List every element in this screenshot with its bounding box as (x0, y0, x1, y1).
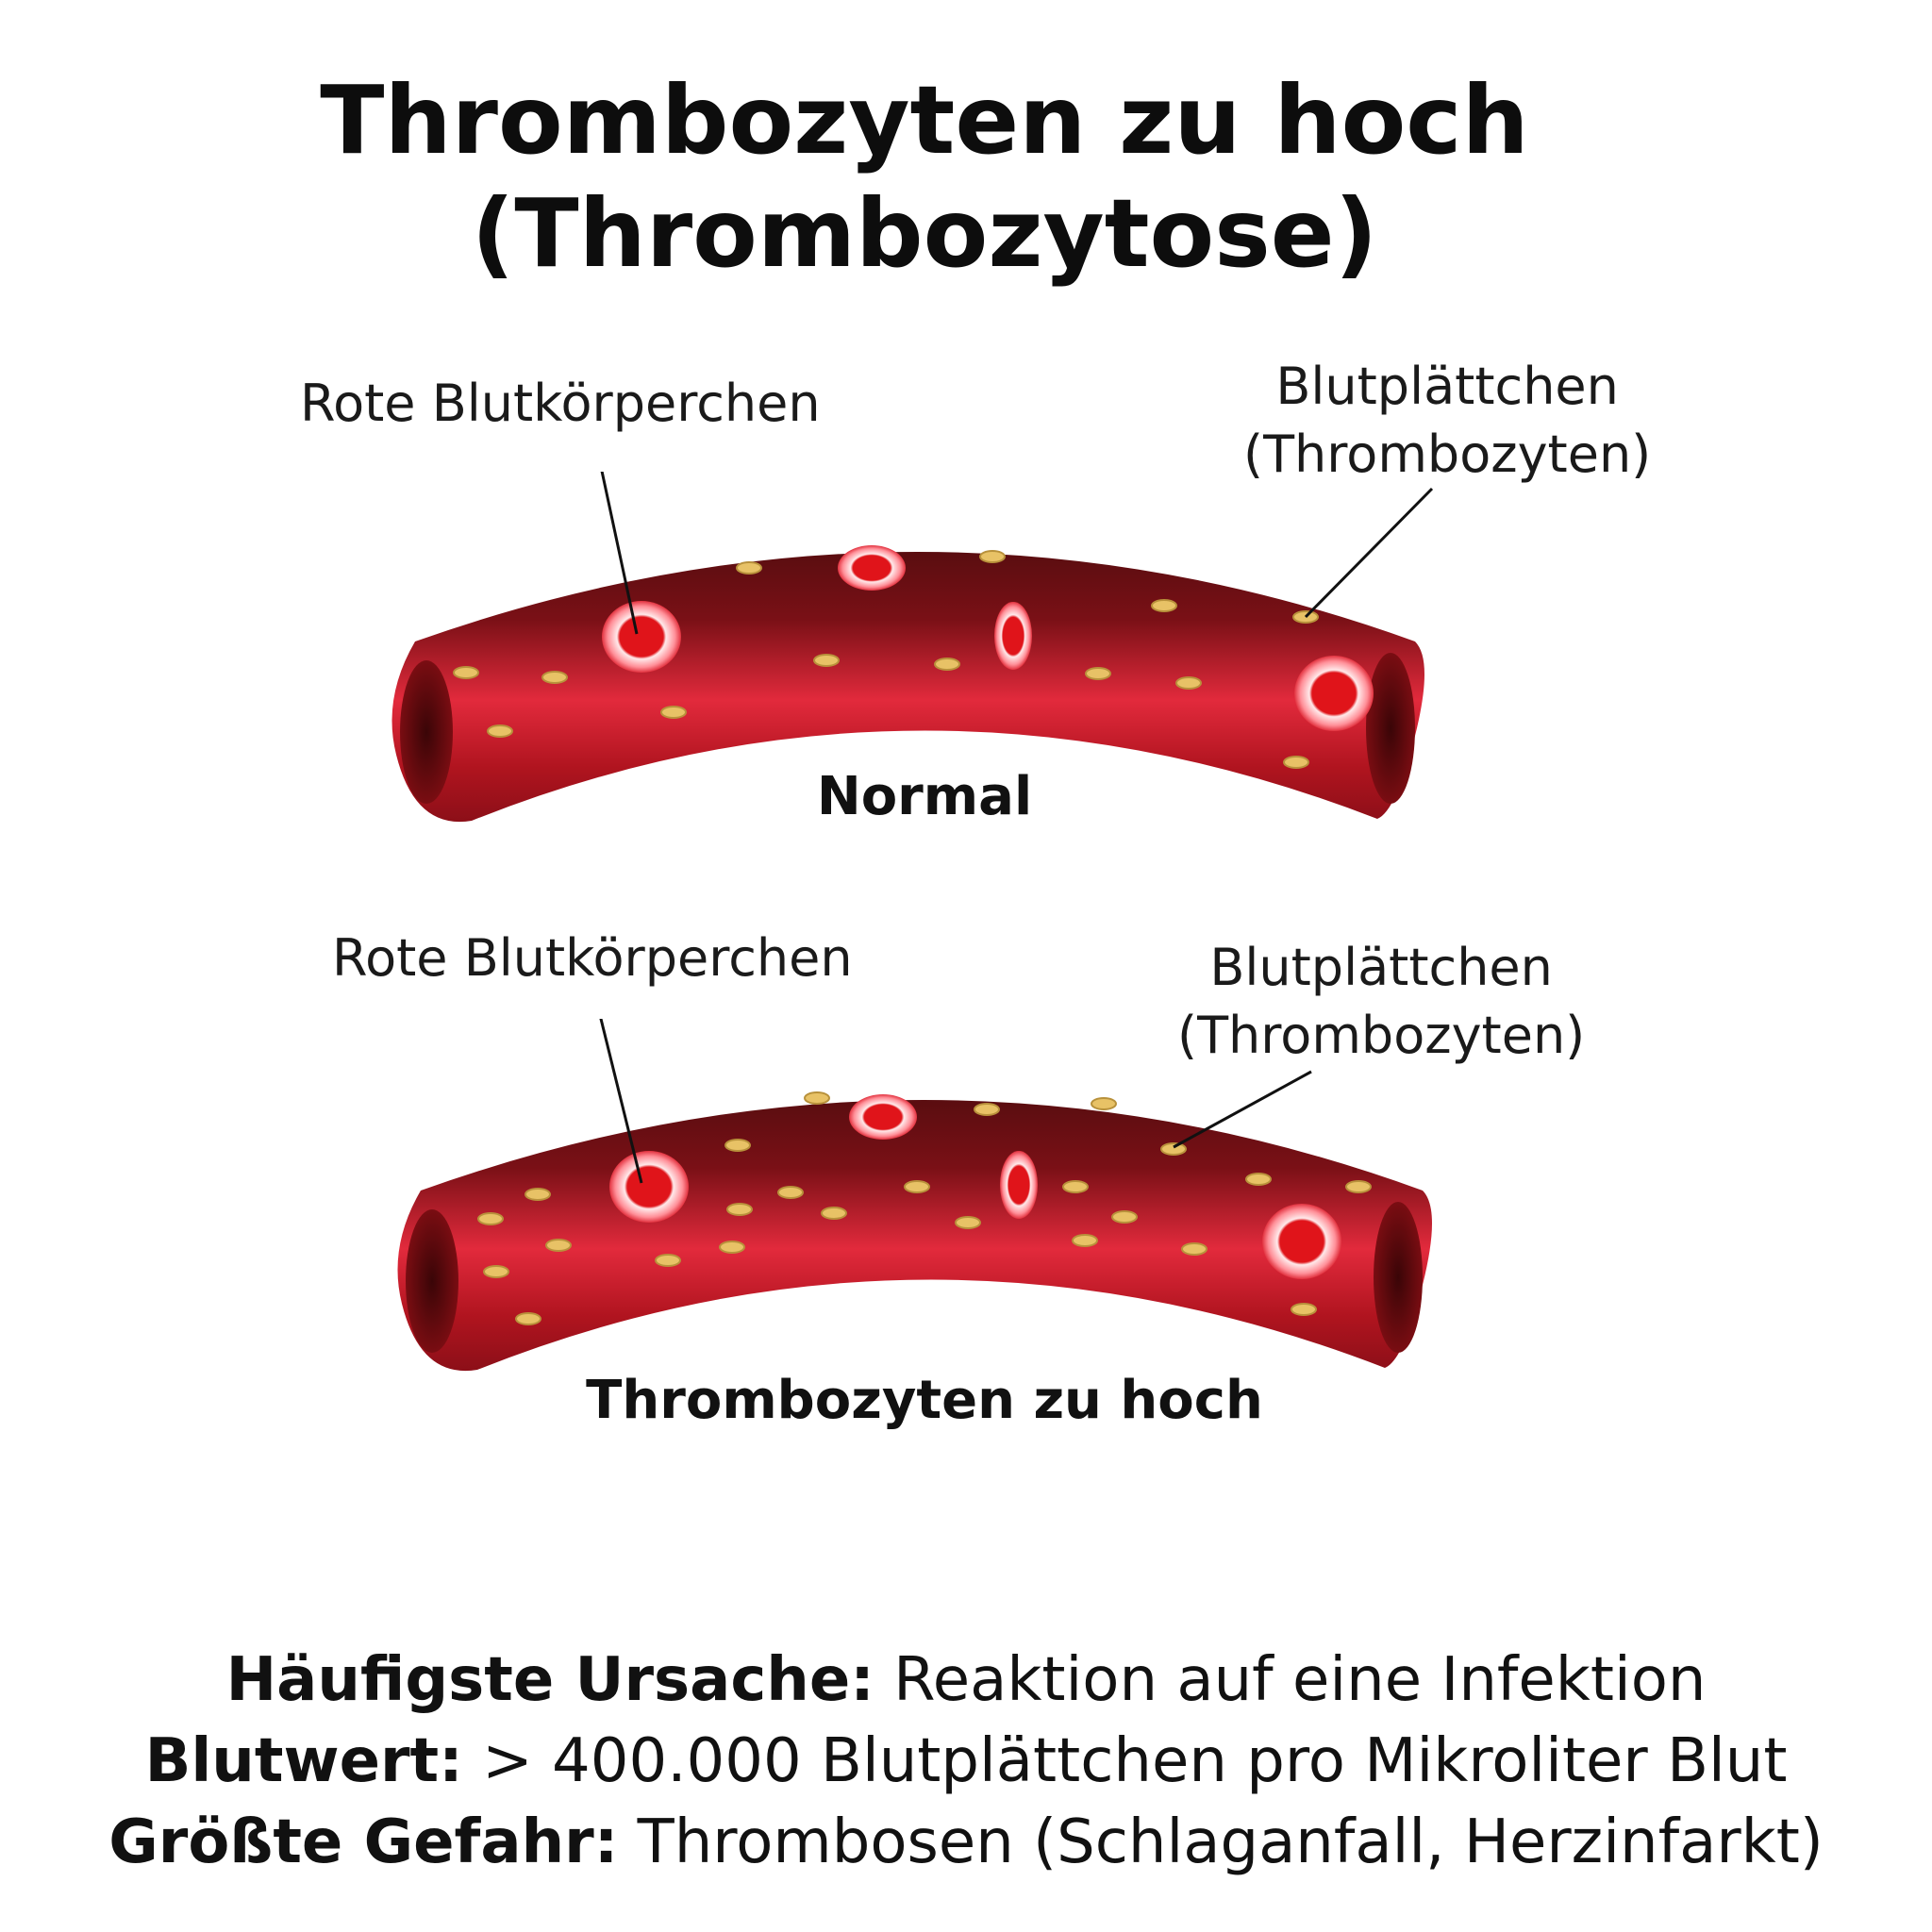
platelet-label-normal-line2: (Thrombozyten) (1243, 425, 1652, 484)
page-title-line2: (Thrombozytose) (471, 178, 1378, 289)
platelet (1091, 1097, 1117, 1110)
footer-bloodvalue: Blutwert: > 400.000 Blutplättchen pro Mi… (0, 1721, 1932, 1802)
footer-danger: Größte Gefahr: Thrombosen (Schlaganfall,… (0, 1802, 1932, 1883)
caption-high: Thrombozyten zu hoch (586, 1370, 1263, 1431)
rbc (1262, 1204, 1341, 1279)
vessel-opening-left (406, 1209, 458, 1353)
blood-vessel-normal (391, 472, 1434, 823)
platelet (1283, 756, 1309, 769)
platelet (724, 1139, 751, 1152)
footer-cause: Häufigste Ursache: Reaktion auf eine Inf… (0, 1640, 1932, 1721)
platelet-pointer-line-high (1173, 1070, 1312, 1149)
platelet (1072, 1234, 1098, 1247)
footer-danger-text: Thrombosen (Schlaganfall, Herzinfarkt) (618, 1807, 1824, 1877)
platelet (804, 1091, 830, 1105)
rbc (849, 1094, 917, 1140)
platelet (777, 1186, 804, 1199)
platelet (545, 1239, 572, 1252)
footer-cause-label: Häufigste Ursache: (225, 1645, 874, 1715)
platelet-pointer-line-normal (1304, 487, 1434, 619)
vessel-opening-right (1366, 653, 1415, 804)
platelet (525, 1188, 551, 1201)
rbc-pointer-line-high (599, 1019, 643, 1184)
page-title-line1: Thrombozyten zu hoch (320, 65, 1529, 175)
footer-danger-label: Größte Gefahr: (108, 1807, 619, 1877)
rbc (1294, 656, 1374, 731)
platelet (487, 724, 513, 738)
platelet (1085, 667, 1111, 680)
platelet (1291, 1303, 1317, 1316)
platelet-label-normal-line1: Blutplättchen (1275, 357, 1619, 416)
platelet (1160, 1142, 1187, 1156)
rbc-label-normal: Rote Blutkörperchen (300, 374, 821, 433)
rbc-pointer-line-normal (600, 472, 639, 635)
platelet-label-high: Blutplättchen (Thrombozyten) (1177, 934, 1585, 1070)
platelet (1111, 1210, 1138, 1224)
page-title: Thrombozyten zu hoch (Thrombozytose) (0, 64, 1849, 291)
platelet (736, 561, 762, 575)
rbc (1000, 1151, 1038, 1219)
platelet (1345, 1180, 1372, 1193)
platelet (955, 1216, 981, 1229)
platelet (453, 666, 479, 679)
platelet (934, 658, 960, 671)
vessel-opening-right (1374, 1202, 1423, 1353)
platelet (1062, 1180, 1089, 1193)
platelet (821, 1207, 847, 1220)
platelet (1245, 1173, 1272, 1186)
footer-bloodvalue-text: > 400.000 Blutplättchen pro Mikroliter B… (462, 1726, 1788, 1796)
platelet (660, 706, 687, 719)
footer-cause-text: Reaktion auf eine Infektion (874, 1645, 1707, 1715)
platelet (813, 654, 840, 667)
platelet (1181, 1242, 1208, 1256)
platelet (974, 1103, 1000, 1116)
rbc (994, 602, 1032, 670)
rbc-label-high: Rote Blutkörperchen (332, 928, 853, 988)
platelet (515, 1312, 541, 1325)
platelet (1175, 676, 1202, 690)
rbc (602, 601, 681, 673)
rbc (609, 1151, 689, 1223)
rbc (838, 545, 906, 591)
platelet (655, 1254, 681, 1267)
vessel-opening-left (400, 660, 453, 804)
platelet-label-high-line2: (Thrombozyten) (1177, 1006, 1586, 1065)
platelet (719, 1241, 745, 1254)
platelet-label-high-line1: Blutplättchen (1209, 938, 1553, 997)
platelet (904, 1180, 930, 1193)
blood-vessel-high (397, 1019, 1432, 1372)
platelet (541, 671, 568, 684)
platelet (979, 550, 1006, 563)
platelet-label-normal: Blutplättchen (Thrombozyten) (1243, 353, 1651, 489)
platelet (477, 1212, 504, 1225)
caption-normal: Normal (816, 766, 1033, 827)
platelet (483, 1265, 509, 1278)
platelet (1151, 599, 1177, 612)
platelet (726, 1203, 753, 1216)
footer-bloodvalue-label: Blutwert: (144, 1726, 463, 1796)
